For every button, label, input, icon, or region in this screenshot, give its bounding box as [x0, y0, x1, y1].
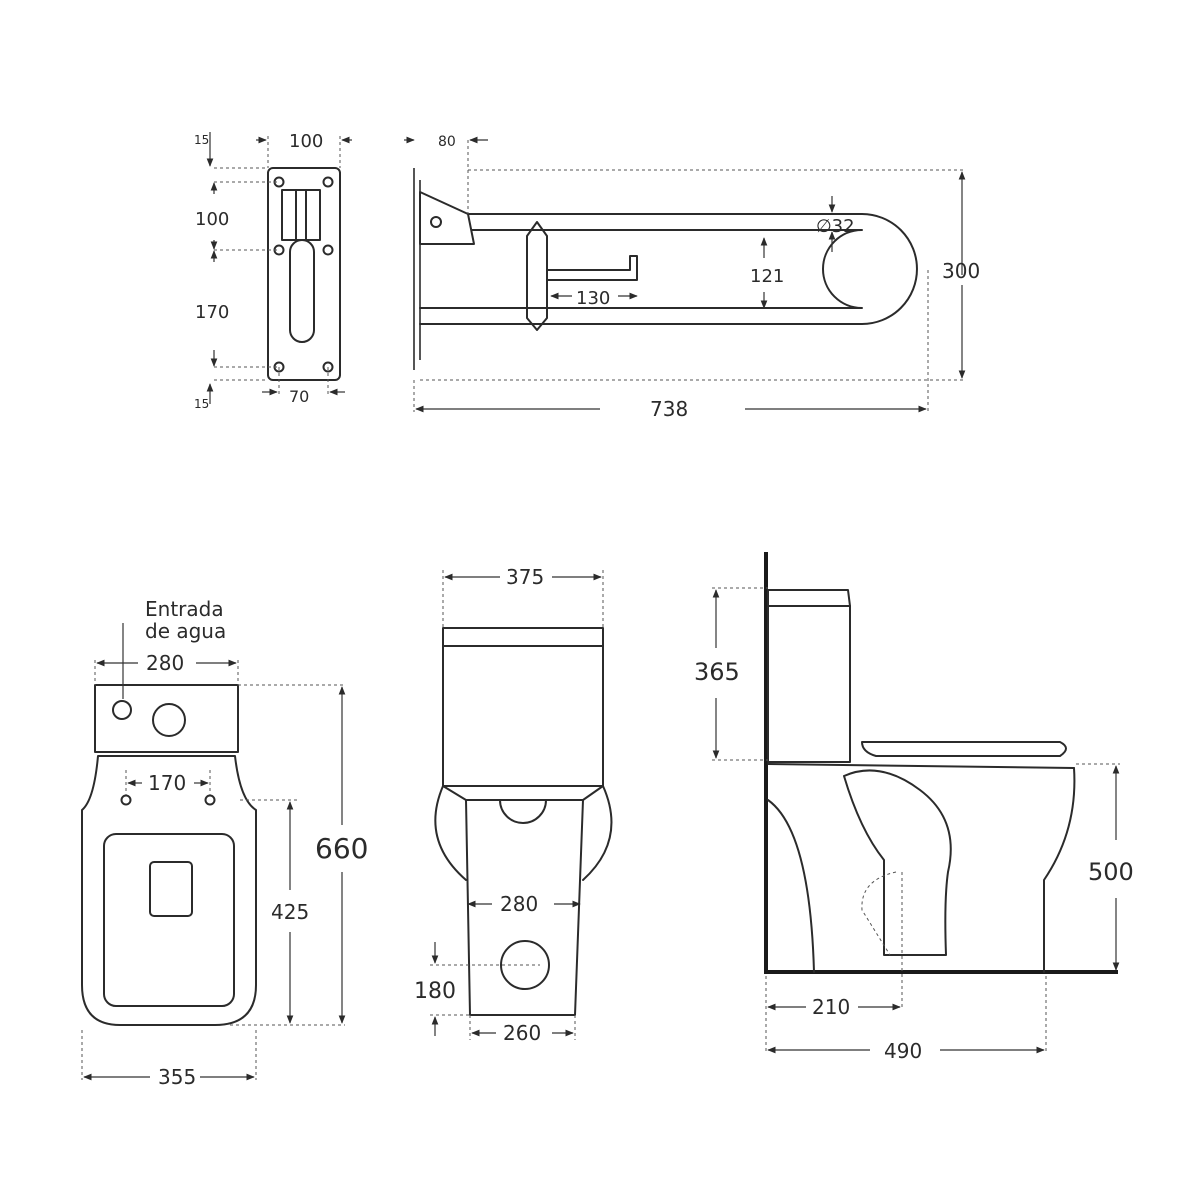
grab-bar-plate-view: 15 100 100 170 15 70 [194, 131, 352, 411]
dim-seat-depth: 425 [271, 900, 309, 924]
bowl-rim-side [767, 763, 1075, 769]
seat-lid [103, 833, 235, 1007]
tank-outlet-arc [499, 799, 547, 824]
water-inlet-hole [112, 700, 132, 720]
dim-inner-gap: 121 [750, 266, 784, 287]
dim-total-depth-top: 660 [315, 832, 368, 865]
tank-body-front [442, 645, 604, 787]
dim-plate-top-margin: 15 [194, 133, 209, 147]
mount-hole [322, 361, 334, 373]
dim-holder-length: 130 [576, 288, 610, 309]
dim-bar-length: 738 [650, 397, 688, 421]
toilet-top-view: Entrada de agua 280 170 660 425 355 [81, 597, 368, 1089]
mount-hole [322, 176, 334, 188]
mount-hole [322, 244, 334, 256]
dim-hole-spacing-top: 100 [195, 209, 229, 230]
dim-outlet-height: 180 [414, 979, 456, 1004]
paper-holder-mount [526, 221, 548, 331]
paper-holder-arm [546, 255, 638, 281]
outlet-hidden-line [861, 871, 903, 1010]
wall-plate [267, 167, 341, 381]
dim-seat-height: 500 [1088, 858, 1134, 886]
trapway-side [843, 769, 952, 956]
dim-hole-spacing-bottom: 170 [195, 302, 229, 323]
dim-plate-bottom-margin: 15 [194, 397, 209, 411]
flush-button-hole [152, 703, 186, 737]
dim-hole-width: 70 [289, 387, 309, 406]
dim-total-depth-side: 490 [884, 1039, 922, 1063]
dim-tank-height: 365 [694, 658, 740, 686]
grab-bar-tube [419, 213, 918, 325]
dim-plate-width: 100 [289, 131, 323, 152]
dim-outlet-distance: 210 [812, 995, 850, 1019]
seat-bolt [120, 794, 132, 806]
plate-slot [289, 239, 315, 343]
dim-tank-width-top: 280 [146, 651, 184, 675]
seat-badge [149, 861, 193, 917]
seat-bolt [204, 794, 216, 806]
dim-bracket-depth: 80 [438, 134, 456, 150]
pivot-bracket [419, 191, 475, 245]
dim-foot-width: 260 [503, 1021, 541, 1045]
tank-top [94, 684, 239, 753]
floor-outlet [500, 940, 550, 990]
plate-bracket [281, 189, 321, 241]
tank-side [767, 589, 851, 763]
seat-side [861, 741, 1067, 757]
label-water-inlet-line2: de agua [145, 619, 226, 643]
toilet-front-view: 375 280 180 260 [414, 565, 613, 1045]
dim-bolt-spacing: 170 [148, 771, 186, 795]
dim-tank-width-front: 375 [506, 565, 544, 589]
label-water-inlet-line1: Entrada [145, 597, 224, 621]
dim-tube-diameter: ∅32 [816, 216, 855, 237]
base-front [442, 785, 604, 1016]
bowl-front [434, 785, 613, 881]
grab-bar-side-view: 80 ∅32 121 130 300 738 [404, 134, 980, 421]
dim-bar-height: 300 [942, 259, 980, 283]
bowl-outline [81, 755, 257, 1026]
tank-lid-front [442, 627, 604, 647]
toilet-side-view: 365 500 210 490 [694, 552, 1134, 1063]
dim-width-top: 355 [158, 1065, 196, 1089]
dim-base-width-front: 280 [500, 892, 538, 916]
bowl-body-side [767, 767, 1076, 973]
